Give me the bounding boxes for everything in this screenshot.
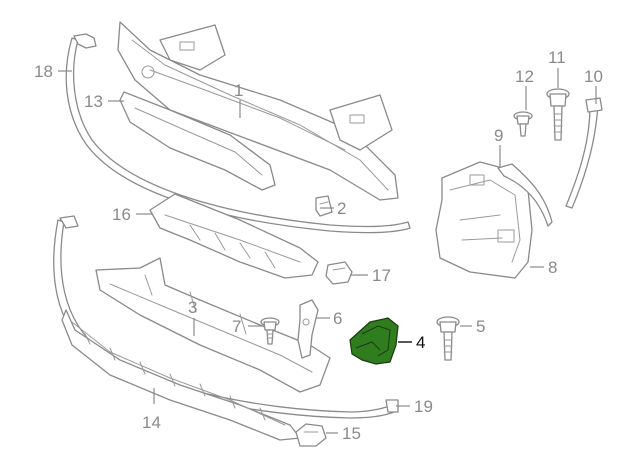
part-4-bracket-highlighted <box>349 317 399 365</box>
part-1-bumper-support <box>117 21 399 201</box>
part-17-bracket <box>325 261 353 285</box>
callout-5: 5 <box>476 317 485 336</box>
callout-8: 8 <box>548 258 557 277</box>
part-2-clip <box>315 195 333 217</box>
callout-14: 14 <box>142 413 161 432</box>
callout-7: 7 <box>232 317 241 336</box>
part-8-side-housing <box>435 161 533 279</box>
callout-19: 19 <box>414 397 433 416</box>
callout-1: 1 <box>234 81 243 100</box>
part-3-lower-beam <box>95 257 331 393</box>
callout-11: 11 <box>548 48 566 67</box>
callouts: 1 2 3 4 5 6 7 8 9 10 11 12 13 14 15 16 1… <box>34 48 603 443</box>
part-14-lower-lip <box>61 309 301 441</box>
part-16-air-guide <box>149 193 319 279</box>
callout-9: 9 <box>494 126 503 145</box>
callout-16: 16 <box>112 205 131 224</box>
part-9-strip <box>497 163 553 227</box>
part-15-cover <box>295 423 327 447</box>
callout-2: 2 <box>337 199 346 218</box>
callout-4: 4 <box>416 333 425 352</box>
leader-lines <box>58 68 597 434</box>
part-6-bracket <box>297 299 319 359</box>
callout-17: 17 <box>372 266 391 285</box>
callout-13: 13 <box>84 92 103 111</box>
part-4-fill <box>349 317 399 365</box>
part-13-upper-absorber <box>119 91 276 191</box>
callout-15: 15 <box>342 424 361 443</box>
callout-3: 3 <box>188 298 197 317</box>
callout-18: 18 <box>34 62 53 81</box>
part-18-trim-strip <box>65 33 411 234</box>
part-12-screw <box>513 111 533 137</box>
part-11-bolt <box>546 88 570 141</box>
part-5-bolt <box>436 316 460 361</box>
callout-6: 6 <box>333 309 342 328</box>
part-10-long-strip <box>565 97 603 209</box>
callout-12: 12 <box>515 67 534 86</box>
callout-10: 10 <box>584 67 603 86</box>
part-7-screw <box>260 317 280 345</box>
